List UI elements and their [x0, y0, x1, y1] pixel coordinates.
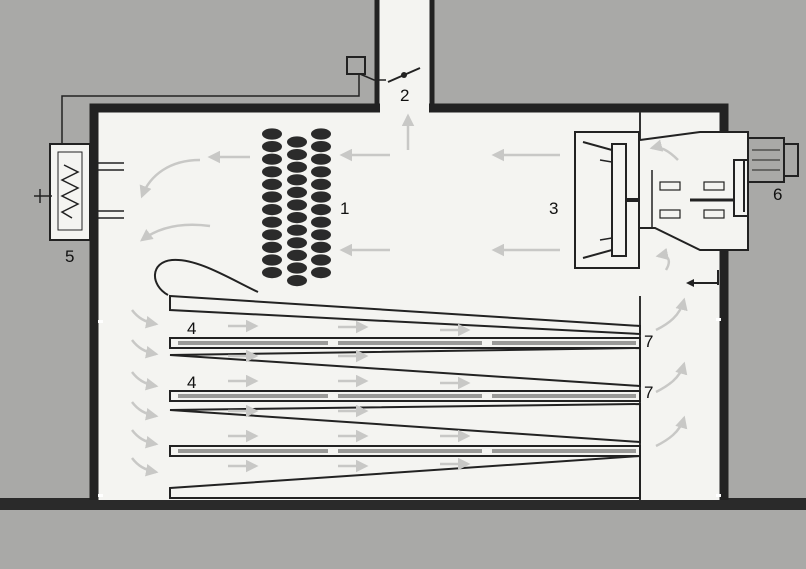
fan-motor: [743, 137, 799, 212]
coil-tube: [287, 199, 307, 211]
coil-tube: [311, 141, 331, 153]
coil-tube: [287, 224, 307, 236]
left-wall: [89, 103, 380, 500]
circulation-fan: [574, 131, 749, 269]
coil-tube: [262, 153, 282, 165]
label-baffle-upper: 7: [644, 332, 653, 351]
airflow-arrow: [131, 457, 159, 477]
airflow-arrow: [131, 429, 159, 449]
airflow-arrow: [655, 361, 688, 394]
coil-tube: [262, 267, 282, 279]
coil-tube: [262, 128, 282, 140]
coil-tube: [287, 237, 307, 249]
airflow-arrow: [131, 309, 159, 329]
coil-tube: [287, 136, 307, 148]
fan-housing: [639, 131, 749, 251]
coil-tube: [262, 178, 282, 190]
coil-tube: [311, 166, 331, 178]
coil-tube: [287, 161, 307, 173]
coil-tube: [262, 229, 282, 241]
coil-tube: [262, 166, 282, 178]
coil-tube: [311, 241, 331, 253]
product-trays: [169, 337, 641, 457]
coil-tube: [311, 254, 331, 266]
coil-tube: [262, 141, 282, 153]
coil-tube: [287, 262, 307, 274]
airflow-arrow: [131, 371, 159, 391]
exhaust-duct: [377, 0, 432, 112]
coil-tube: [311, 178, 331, 190]
coil-tube: [311, 204, 331, 216]
coil-tube: [287, 174, 307, 186]
heating-coil-bank: [262, 128, 331, 287]
coil-tube: [311, 153, 331, 165]
airflow-arrow: [139, 223, 211, 242]
coil-tube: [287, 275, 307, 287]
coil-tube: [262, 254, 282, 266]
label-fan: 3: [549, 199, 558, 218]
damper-actuator: [346, 56, 366, 75]
tray-wedges: [169, 294, 641, 499]
fan-impeller: [611, 143, 627, 257]
fresh-air-inlet: [686, 270, 719, 287]
airflow-arrow: [655, 247, 670, 271]
coil-tube: [262, 204, 282, 216]
label-baffle-lower: 7: [644, 383, 653, 402]
airflow-arrow: [139, 158, 201, 199]
heater-controller: [34, 74, 360, 241]
airflow-arrows: [131, 113, 688, 477]
airflow-arrow: [131, 339, 159, 359]
drive-pulley: [733, 159, 749, 217]
coil-tube: [311, 128, 331, 140]
label-heater-control: 5: [65, 247, 74, 266]
airflow-arrow: [649, 139, 679, 161]
heating-element-icon: [60, 164, 80, 219]
coil-tube: [287, 249, 307, 261]
airflow-arrow: [655, 415, 688, 448]
airflow-arrow: [655, 297, 688, 332]
coil-tube: [311, 229, 331, 241]
guide-vane: [154, 258, 259, 296]
label-heating-coil: 1: [340, 199, 349, 218]
coil-tube: [311, 267, 331, 279]
floor-slab: [0, 498, 806, 510]
label-motor: 6: [773, 185, 782, 204]
right-wall: [429, 103, 729, 500]
label-tray-lower: 4: [187, 373, 196, 392]
coil-tube: [287, 186, 307, 198]
coil-tube: [287, 149, 307, 161]
label-damper: 2: [400, 86, 409, 105]
coil-tube: [311, 191, 331, 203]
coil-tube: [262, 216, 282, 228]
airflow-arrow: [131, 401, 159, 421]
exhaust-damper: [346, 56, 421, 83]
coil-tube: [287, 212, 307, 224]
coil-tube: [311, 216, 331, 228]
label-tray-upper: 4: [187, 319, 196, 338]
coil-tube: [262, 241, 282, 253]
coil-tube: [262, 191, 282, 203]
